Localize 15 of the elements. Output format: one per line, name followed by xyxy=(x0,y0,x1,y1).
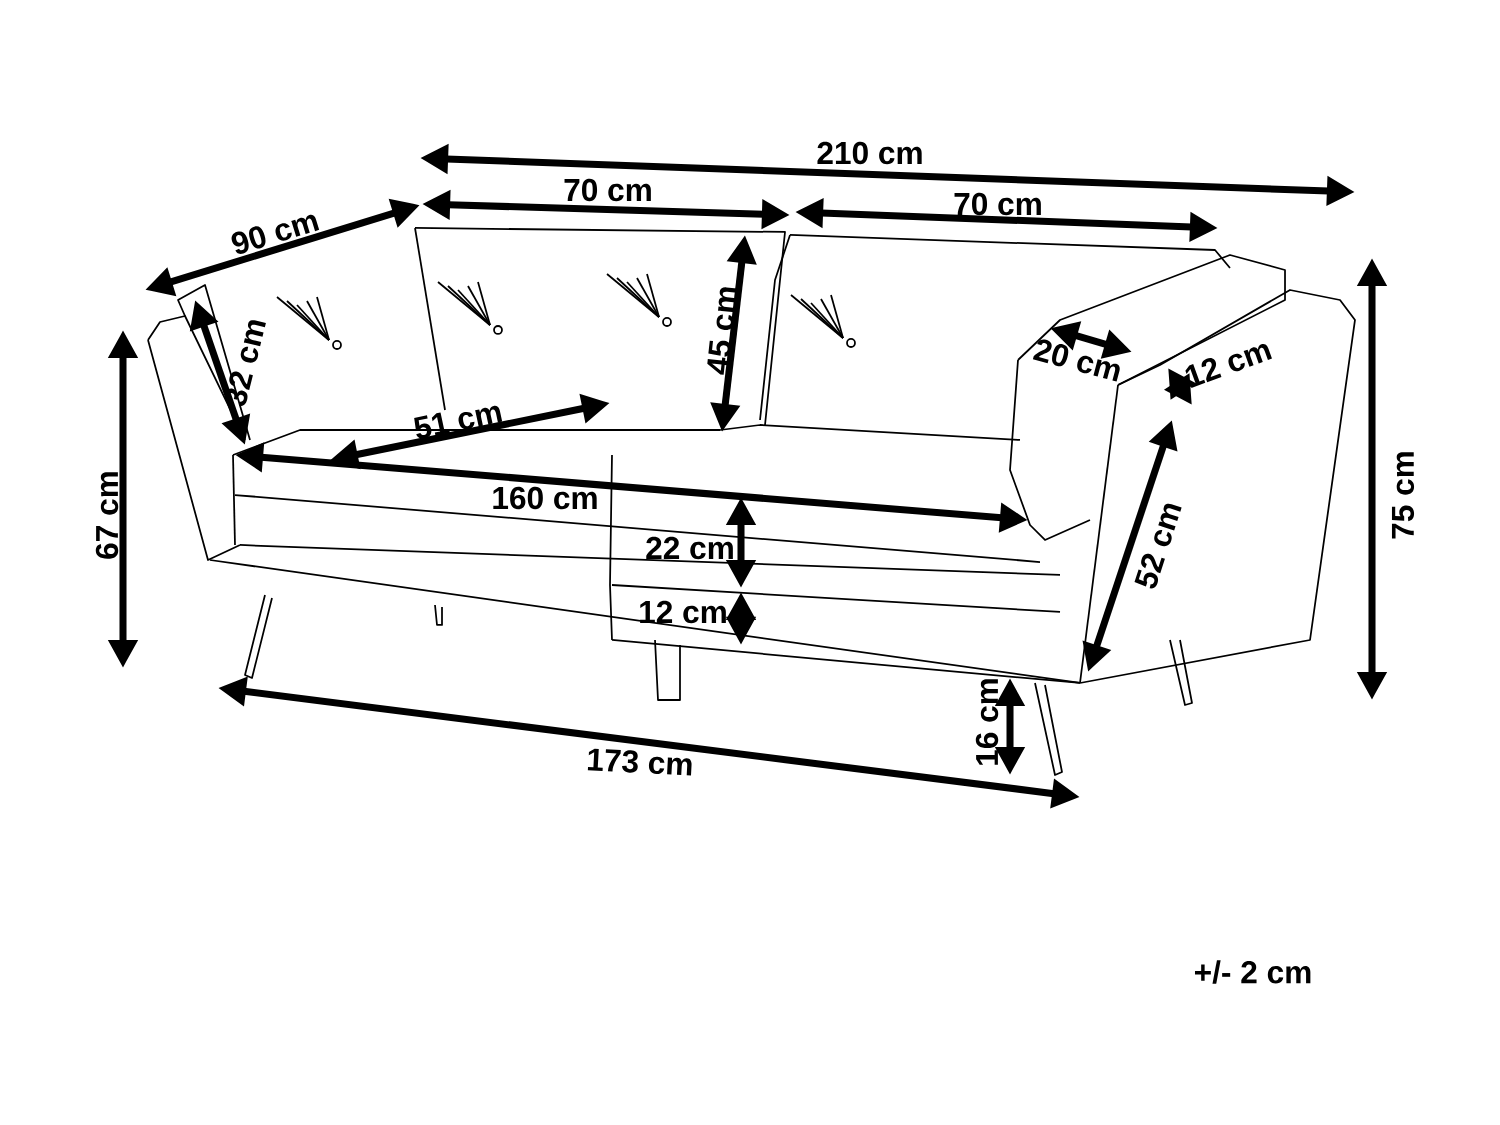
dimension-label: 16 cm xyxy=(975,679,999,765)
dimension-label: 52 cm xyxy=(1134,503,1182,589)
dimension-label: 90 cm xyxy=(231,214,320,254)
dimension-label: 173 cm xyxy=(587,748,692,776)
dimension-label: 70 cm xyxy=(564,178,651,202)
dimension-label: 12 cm xyxy=(1185,343,1272,388)
dimension-label: 20 cm xyxy=(1032,339,1120,382)
dimension-label: 22 cm xyxy=(646,536,733,560)
dimension-label: 160 cm xyxy=(493,486,597,510)
dimension-label: +/- 2 cm xyxy=(1195,960,1311,984)
dimension-label: 75 cm xyxy=(1391,452,1415,539)
dimension-label: 12 cm xyxy=(640,600,726,624)
dimension-label: 67 cm xyxy=(95,472,119,559)
dimension-label: 210 cm xyxy=(817,141,922,165)
dimension-label: 70 cm xyxy=(954,192,1041,216)
